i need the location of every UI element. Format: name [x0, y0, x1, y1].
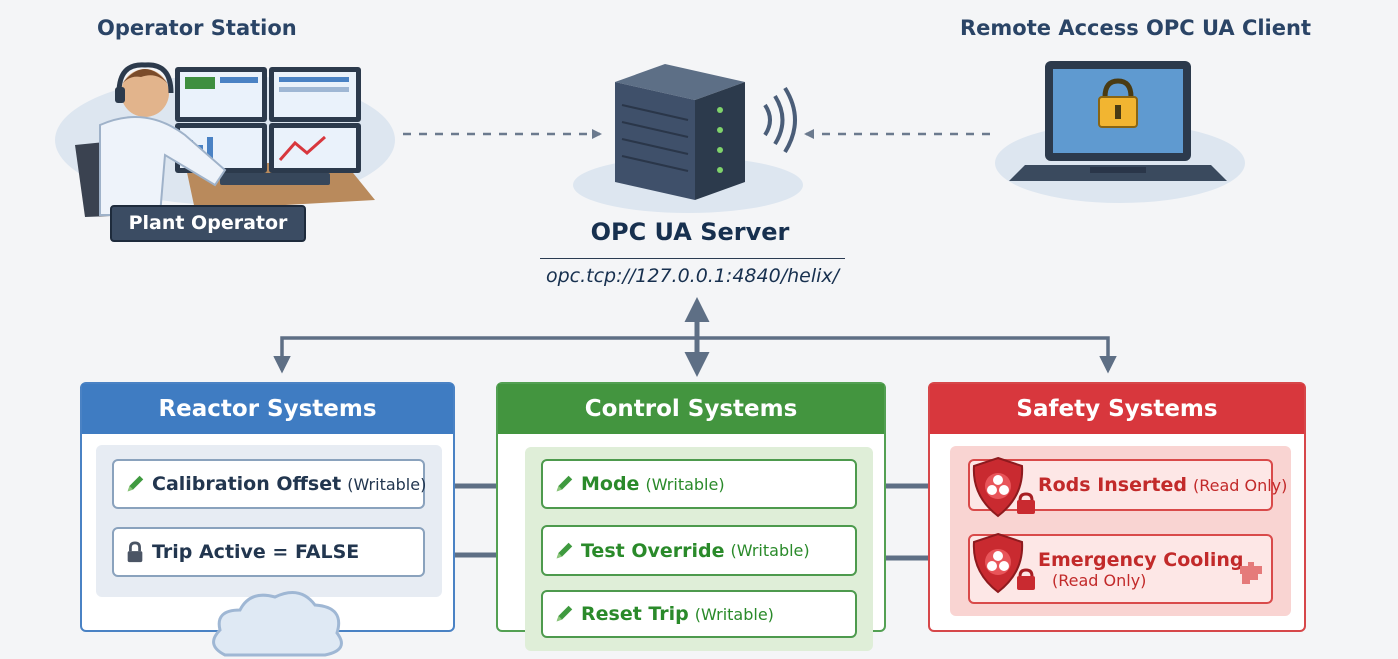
server-divider: [540, 258, 845, 259]
reactor-item-calibration-offset[interactable]: Calibration Offset (Writable): [112, 459, 427, 509]
test-override-label: Test Override: [581, 539, 725, 562]
operator-station-title: Operator Station: [97, 16, 297, 40]
safety-systems-title: Safety Systems: [930, 384, 1304, 434]
pencil-icon: [556, 605, 573, 622]
pencil-icon: [556, 475, 573, 492]
operator-illustration: [55, 62, 395, 217]
control-item-mode[interactable]: Mode (Writable): [541, 459, 857, 509]
test-override-tag: (Writable): [730, 541, 810, 560]
pencil-icon: [127, 475, 144, 492]
reset-trip-label: Reset Trip: [581, 603, 689, 625]
server-title: OPC UA Server: [590, 218, 790, 246]
rods-inserted-label: Rods Inserted: [1038, 474, 1187, 496]
puzzle-icon: [1240, 562, 1262, 584]
shield-icon: [972, 456, 1035, 518]
emergency-cooling-label: Emergency Cooling: [1038, 548, 1244, 571]
remote-client-title: Remote Access OPC UA Client: [960, 16, 1311, 40]
server-url: opc.tcp://127.0.0.1:4840/helix/: [545, 265, 840, 287]
emergency-cooling-tag: (Read Only): [1052, 570, 1147, 590]
rods-inserted-tag: (Read Only): [1192, 475, 1288, 495]
mode-label: Mode: [581, 473, 640, 495]
calibration-offset-tag: (Writable): [347, 474, 427, 494]
control-item-test-override[interactable]: Test Override (Writable): [541, 525, 857, 576]
trip-active-label: Trip Active = FALSE: [152, 541, 360, 563]
bus-right: [697, 336, 1117, 374]
reset-trip-tag: (Writable): [694, 604, 774, 624]
lock-icon: [127, 541, 143, 563]
plant-operator-badge: Plant Operator: [110, 205, 306, 242]
reactor-item-trip-active[interactable]: Trip Active = FALSE: [112, 527, 425, 577]
mode-tag: (Writable): [645, 474, 725, 494]
shield-icon: [972, 532, 1035, 594]
server-illustration: [573, 64, 803, 213]
cloud-icon: [212, 591, 343, 657]
reactor-systems-title: Reactor Systems: [82, 384, 453, 434]
pencil-icon: [556, 542, 573, 558]
control-item-reset-trip[interactable]: Reset Trip (Writable): [541, 590, 857, 638]
laptop-illustration: [995, 61, 1245, 203]
bus-left: [273, 336, 697, 374]
calibration-offset-label: Calibration Offset: [152, 473, 342, 495]
control-systems-title: Control Systems: [498, 384, 884, 434]
